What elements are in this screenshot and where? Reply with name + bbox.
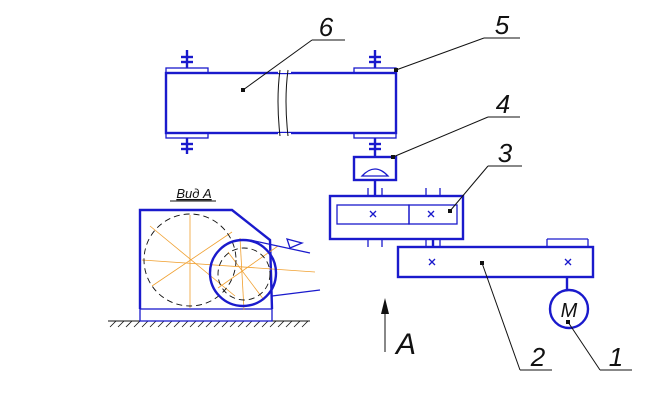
label-gearbox: 3 — [498, 138, 513, 168]
gear-cross-2 — [427, 210, 435, 218]
view-direction-arrow: A — [381, 298, 416, 361]
label-conveyor-belt: 6 — [319, 12, 334, 42]
tail-drum-bearings — [165, 50, 209, 154]
pulley-cross-1 — [428, 258, 436, 266]
view-a-caption: Вид А — [176, 186, 211, 201]
view-a: Вид А — [108, 186, 321, 328]
label-coupling: 4 — [496, 89, 510, 119]
motor-symbol: M — [561, 300, 578, 322]
view-arrow-letter: A — [394, 328, 416, 361]
label-drive-drum: 5 — [495, 10, 510, 40]
conveyor-belt — [164, 67, 398, 139]
motor: M — [548, 288, 590, 330]
coupling — [352, 155, 398, 196]
ground-hatching — [109, 320, 309, 328]
label-belt-drive: 2 — [530, 342, 546, 372]
leader-lines — [241, 37, 632, 371]
gear-cross-1 — [369, 210, 377, 218]
gearbox — [328, 188, 465, 247]
part-labels: 6 5 4 3 2 1 — [319, 10, 623, 372]
drive-drum — [353, 50, 397, 156]
pulley-cross-2 — [564, 258, 572, 266]
belt-drive — [396, 238, 595, 290]
label-motor: 1 — [609, 342, 623, 372]
